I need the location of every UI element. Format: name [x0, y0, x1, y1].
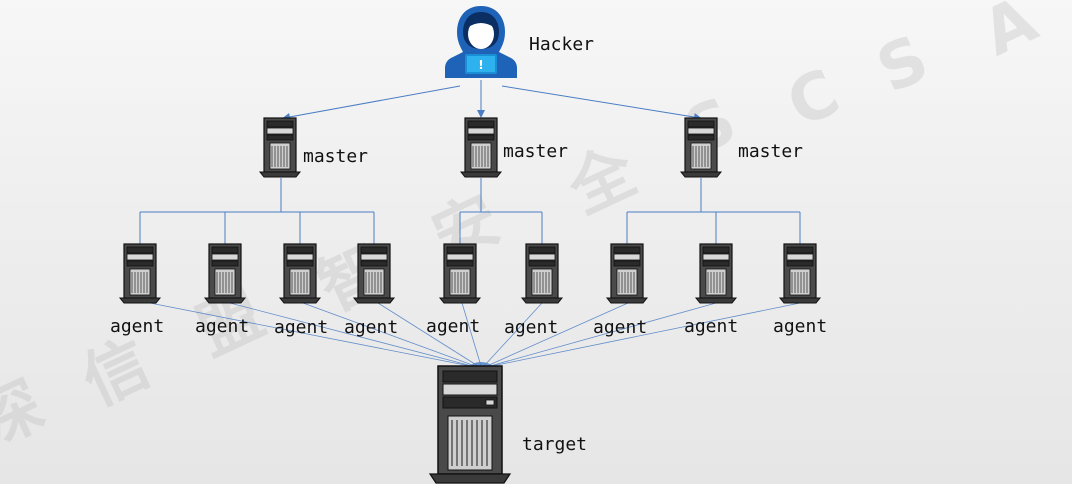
link-hacker-master-1	[282, 85, 461, 121]
agent-label: agent	[195, 316, 250, 337]
agent-label: agent	[274, 317, 329, 338]
server-tower-icon	[605, 243, 649, 304]
agent-server-5	[438, 243, 482, 304]
agent-label: agent	[593, 317, 648, 338]
agent-label: agent	[110, 316, 165, 337]
link-agent-target	[377, 302, 479, 367]
agent-server-9	[778, 243, 822, 304]
hacker-to-master-links	[282, 80, 702, 121]
link-agent-target	[302, 302, 476, 367]
agent-server-2	[203, 243, 247, 304]
server-tower-icon	[438, 243, 482, 304]
agent-label: agent	[344, 317, 399, 338]
link-agent-target	[483, 302, 543, 367]
link-hacker-master-3	[501, 85, 702, 121]
server-tower-icon	[778, 243, 822, 304]
master-server-3	[679, 117, 723, 178]
hacker-label: Hacker	[529, 34, 595, 55]
server-tower-icon	[352, 243, 396, 304]
master-to-agent-links	[139, 178, 801, 245]
hacker-icon: !	[445, 6, 517, 78]
master-label: master	[503, 141, 569, 162]
server-tower-icon	[278, 243, 322, 304]
agent-server-1	[118, 243, 162, 304]
server-tower-icon	[459, 117, 503, 178]
master-label: master	[738, 141, 804, 162]
agent-label: agent	[504, 317, 559, 338]
target-label: target	[522, 434, 588, 455]
server-tower-icon	[520, 243, 564, 304]
link-agent-target	[461, 302, 482, 367]
server-tower-icon	[694, 243, 738, 304]
target-server	[428, 365, 512, 484]
agent-server-7	[605, 243, 649, 304]
link-agent-target	[491, 302, 801, 367]
agent-label: agent	[426, 316, 481, 337]
server-tower-icon	[203, 243, 247, 304]
server-tower-icon	[118, 243, 162, 304]
agent-label: agent	[684, 316, 739, 337]
svg-text:!: !	[478, 58, 483, 72]
link-agent-target	[489, 302, 717, 367]
server-tower-icon	[258, 117, 302, 178]
master-label: master	[303, 146, 369, 167]
link-agent-target	[149, 302, 471, 367]
agent-server-8	[694, 243, 738, 304]
agent-server-6	[520, 243, 564, 304]
agent-server-3	[278, 243, 322, 304]
link-agent-target	[229, 302, 473, 367]
server-tower-icon	[679, 117, 723, 178]
master-server-1	[258, 117, 302, 178]
master-server-2	[459, 117, 503, 178]
link-agent-target	[486, 302, 629, 367]
agent-server-4	[352, 243, 396, 304]
agent-to-target-links	[149, 302, 801, 367]
agent-label: agent	[773, 316, 828, 337]
server-tower-icon	[428, 365, 512, 484]
